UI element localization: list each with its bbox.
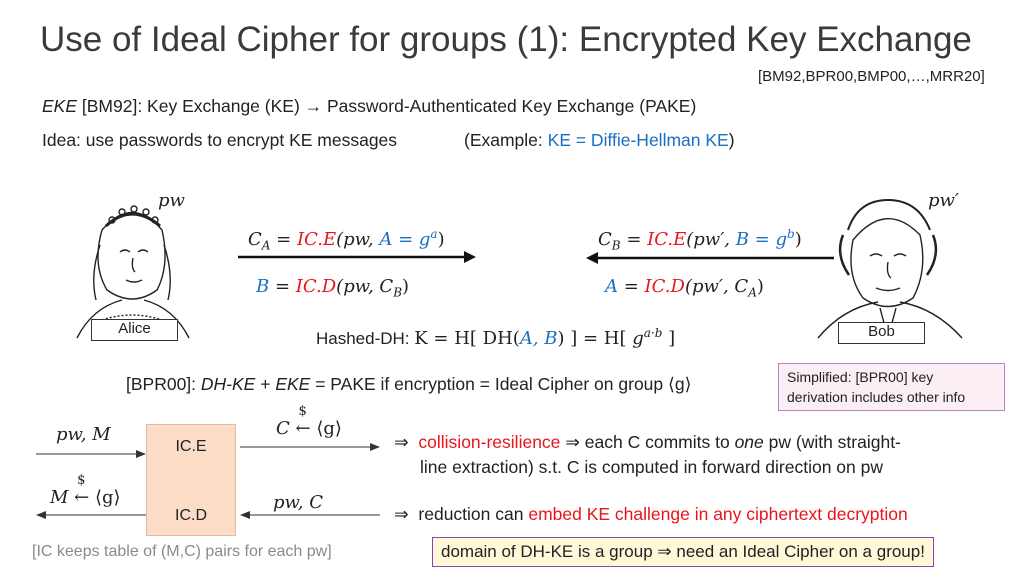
ic-ciphertext-in-arrow bbox=[240, 511, 380, 519]
ic-decrypt-label: IC.D bbox=[175, 507, 207, 524]
domain-callout-box: domain of DH-KE is a group ⇒ need an Ide… bbox=[432, 537, 934, 567]
hashed-dh-line: Hashed-DH: K = H[ DH(A, B) ] = H[ ga·b ] bbox=[316, 326, 676, 349]
alice-message: CA = IC.E(pw, A = ga) bbox=[248, 227, 445, 253]
ic-input-arrow bbox=[36, 450, 146, 458]
ic-ciphertext-out-arrow bbox=[240, 443, 380, 451]
example-value: KE = Diffie-Hellman KE bbox=[547, 130, 729, 150]
eke-definition-text: [BM92]: Key Exchange (KE) → Password-Aut… bbox=[77, 96, 697, 116]
references: [BM92,BPR00,BMP00,…,MRR20] bbox=[758, 68, 985, 85]
alice-name-box: Alice bbox=[91, 319, 178, 341]
bob-password: pw′ bbox=[928, 190, 960, 211]
alice-portrait-icon bbox=[76, 205, 190, 339]
bpr00-line: [BPR00]: DH-KE + EKE = PAKE if encryptio… bbox=[126, 374, 692, 394]
simplification-note: Simplified: [BPR00] key derivation inclu… bbox=[778, 363, 1005, 411]
arrow-alice-to-bob bbox=[238, 251, 476, 263]
ic-encrypt-label: IC.E bbox=[175, 438, 207, 455]
example-suffix: ) bbox=[728, 130, 735, 150]
slide-title: Use of Ideal Cipher for groups (1): Encr… bbox=[40, 20, 972, 59]
alice-password: pw bbox=[158, 190, 185, 211]
bullet-collision-resilience-cont: line extraction) s.t. C is computed in f… bbox=[420, 457, 883, 477]
alice-decryption: B = IC.D(pw, CB) bbox=[256, 276, 410, 300]
bullet-collision-resilience: ⇒ collision-resilience ⇒ each C commits … bbox=[394, 432, 901, 452]
ic-input-label: pw, M bbox=[56, 424, 111, 445]
bullet-reduction: ⇒ reduction can embed KE challenge in an… bbox=[394, 504, 908, 524]
bob-decryption: A = IC.D(pw′, CA) bbox=[605, 276, 764, 300]
eke-definition-line: EKE [BM92]: Key Exchange (KE) → Password… bbox=[42, 96, 696, 117]
bob-name-box: Bob bbox=[838, 322, 925, 344]
idea-line: Idea: use passwords to encrypt KE messag… bbox=[42, 130, 398, 150]
example-line: (Example: KE = Diffie-Hellman KE) bbox=[464, 130, 735, 151]
eke-term: EKE bbox=[42, 96, 78, 116]
ic-output-arrow bbox=[36, 511, 146, 519]
example-prefix: (Example: bbox=[464, 130, 548, 150]
ideal-cipher-box: IC.E IC.D bbox=[146, 424, 236, 536]
ic-ciphertext-label: C ←$ ⟨g⟩ bbox=[276, 404, 342, 439]
ic-output-label: M ←$ ⟨g⟩ bbox=[50, 473, 121, 508]
hashed-dh-label: Hashed-DH: bbox=[316, 329, 415, 348]
bob-message: CB = IC.E(pw′, B = gb) bbox=[598, 227, 802, 253]
arrow-bob-to-alice bbox=[586, 252, 834, 264]
ic-table-note: [IC keeps table of (M,C) pairs for each … bbox=[32, 543, 332, 560]
bob-portrait-icon bbox=[817, 198, 963, 341]
ic-decrypt-input-label: pw, C bbox=[273, 492, 324, 513]
